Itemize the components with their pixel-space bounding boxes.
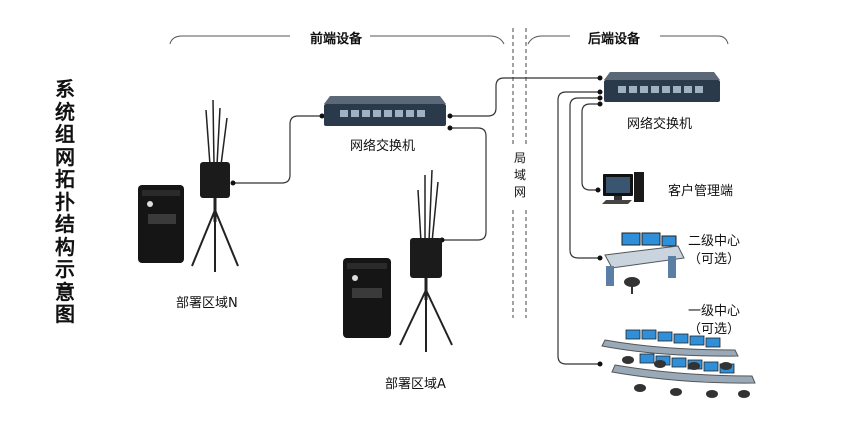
- tripod-device-a-icon: [399, 169, 453, 352]
- link-front-back: [450, 77, 600, 117]
- case-a-icon: [343, 258, 391, 338]
- front-bracket: [169, 35, 505, 45]
- diagram-title: 系统组网拓扑结构示意图: [55, 77, 75, 326]
- client-pc-icon: [602, 172, 644, 204]
- level1-note: （可选）: [687, 322, 740, 337]
- level2-note: （可选）: [687, 252, 740, 267]
- front-switch-icon: [324, 96, 446, 126]
- level2-name: 二级中心: [687, 234, 740, 249]
- link-dots: [230, 75, 603, 367]
- lan-band: [512, 28, 527, 318]
- level1-console-icon: [601, 329, 756, 398]
- deployment-n-label: 部署区域N: [176, 296, 238, 311]
- level2-label: 二级中心 （可选）: [682, 233, 746, 269]
- back-section-label: 后端设备: [588, 32, 641, 47]
- link-client: [581, 103, 600, 191]
- link-a-switch: [442, 127, 487, 241]
- level1-name: 一级中心: [687, 304, 740, 319]
- link-level1: [557, 91, 600, 365]
- level2-console-icon: [604, 232, 685, 294]
- link-level2: [569, 97, 600, 259]
- level1-label: 一级中心 （可选）: [682, 303, 746, 339]
- tripod-device-n-icon: [191, 99, 239, 272]
- front-switch-label: 网络交换机: [350, 139, 416, 154]
- case-n-icon: [138, 185, 184, 263]
- client-label: 客户管理端: [668, 184, 734, 199]
- back-switch-label: 网络交换机: [627, 117, 693, 132]
- back-bracket: [527, 35, 729, 45]
- connection-lines: [233, 77, 600, 365]
- link-n-switch: [233, 115, 322, 184]
- lan-label: 局域网: [513, 151, 526, 199]
- front-section-label: 前端设备: [310, 32, 363, 47]
- deployment-a-label: 部署区域A: [385, 377, 446, 392]
- back-switch-icon: [604, 72, 720, 102]
